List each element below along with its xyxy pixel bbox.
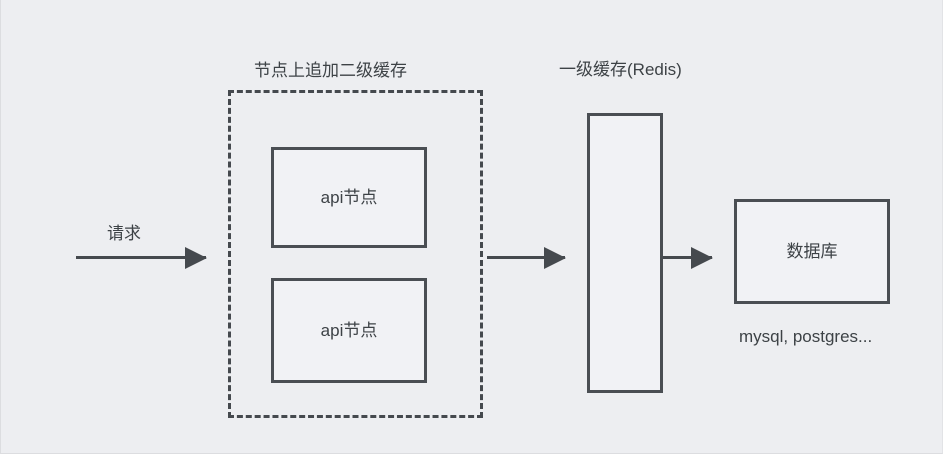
cache-title-label: 一级缓存(Redis) bbox=[559, 60, 682, 79]
api-node-box-2: api节点 bbox=[271, 278, 427, 383]
arrow-request-to-nodes bbox=[76, 256, 206, 259]
api-node-label-2: api节点 bbox=[320, 321, 378, 340]
arrow-nodes-to-cache bbox=[487, 256, 565, 259]
arrow-cache-to-database bbox=[663, 256, 712, 259]
api-node-box-1: api节点 bbox=[271, 147, 427, 248]
redis-cache-box bbox=[587, 113, 663, 393]
database-label: 数据库 bbox=[786, 242, 838, 261]
database-caption: mysql, postgres... bbox=[739, 327, 873, 346]
second-level-cache-group bbox=[228, 90, 483, 418]
database-box: 数据库 bbox=[734, 199, 890, 304]
group-title-label: 节点上追加二级缓存 bbox=[254, 61, 407, 80]
api-node-label-1: api节点 bbox=[320, 188, 378, 207]
request-label: 请求 bbox=[107, 224, 141, 243]
